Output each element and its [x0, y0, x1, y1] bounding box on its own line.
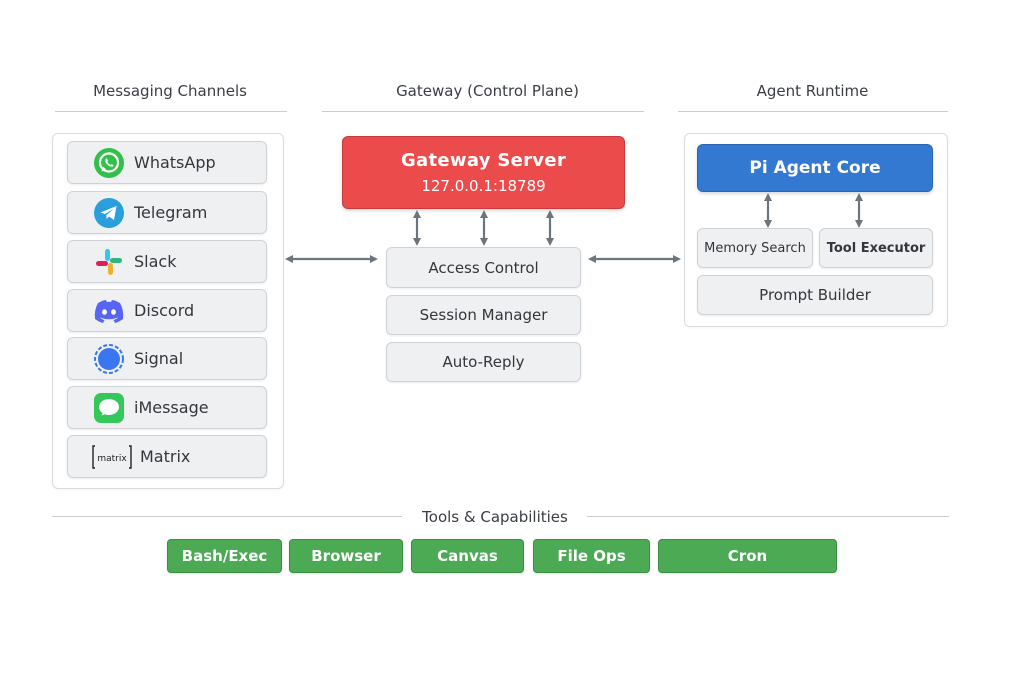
svg-text:matrix: matrix — [97, 454, 127, 464]
channel-label: Slack — [134, 252, 177, 271]
signal-icon — [92, 342, 126, 376]
gateway-server-box[interactable]: Gateway Server 127.0.0.1:18789 — [342, 136, 625, 209]
pi-agent-core-box[interactable]: Pi Agent Core — [697, 144, 933, 192]
channel-signal[interactable]: Signal — [67, 337, 267, 380]
channel-matrix[interactable]: matrix Matrix — [67, 435, 267, 478]
prompt-builder-box[interactable]: Prompt Builder — [697, 275, 933, 315]
channel-label: Telegram — [134, 203, 208, 222]
channel-telegram[interactable]: Telegram — [67, 191, 267, 234]
matrix-icon: matrix — [92, 440, 132, 474]
tool-browser[interactable]: Browser — [289, 539, 403, 573]
channels-title-rule — [55, 111, 287, 112]
tool-executor-box[interactable]: Tool Executor — [819, 228, 933, 268]
gateway-section-title: Gateway (Control Plane) — [396, 82, 579, 100]
runtime-title-rule — [678, 111, 948, 112]
channel-slack[interactable]: Slack — [67, 240, 267, 283]
channel-whatsapp[interactable]: WhatsApp — [67, 141, 267, 184]
tool-bash-exec[interactable]: Bash/Exec — [167, 539, 282, 573]
imessage-icon — [92, 391, 126, 425]
channel-label: Signal — [134, 349, 184, 368]
channel-discord[interactable]: Discord — [67, 289, 267, 332]
discord-icon — [92, 294, 126, 328]
gateway-title-rule — [322, 111, 644, 112]
channels-section-title: Messaging Channels — [93, 82, 247, 100]
tool-canvas[interactable]: Canvas — [411, 539, 524, 573]
tools-rule-left — [52, 516, 402, 517]
tools-section-title: Tools & Capabilities — [422, 508, 568, 526]
tools-rule-right — [587, 516, 949, 517]
tool-cron[interactable]: Cron — [658, 539, 837, 573]
channel-label: Discord — [134, 301, 195, 320]
whatsapp-icon — [92, 146, 126, 180]
access-control-box[interactable]: Access Control — [386, 247, 581, 288]
tool-file-ops[interactable]: File Ops — [533, 539, 650, 573]
channel-label: WhatsApp — [134, 153, 216, 172]
channel-label: iMessage — [134, 398, 209, 417]
memory-search-box[interactable]: Memory Search — [697, 228, 813, 268]
telegram-icon — [92, 196, 126, 230]
channel-label: Matrix — [140, 447, 191, 466]
slack-icon — [92, 245, 126, 279]
gateway-server-title: Gateway Server — [400, 150, 567, 171]
auto-reply-box[interactable]: Auto-Reply — [386, 342, 581, 382]
gateway-server-address: 127.0.0.1:18789 — [421, 177, 546, 195]
channel-imessage[interactable]: iMessage — [67, 386, 267, 429]
session-manager-box[interactable]: Session Manager — [386, 295, 581, 335]
runtime-section-title: Agent Runtime — [756, 82, 869, 100]
